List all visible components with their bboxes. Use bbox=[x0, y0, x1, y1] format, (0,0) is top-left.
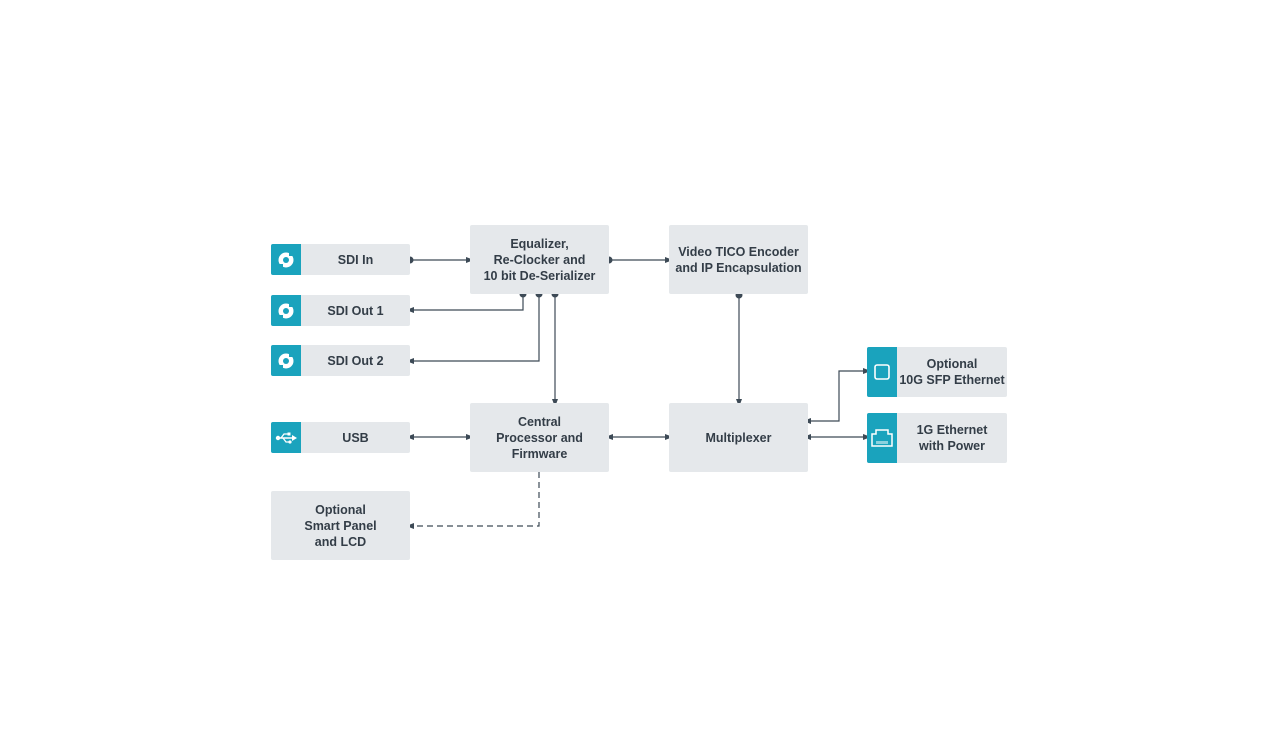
ethernet-label: 1G Ethernet with Power bbox=[916, 423, 988, 453]
ethernet-port: 1G Ethernet with Power bbox=[867, 413, 1007, 463]
multiplexer-label: Multiplexer bbox=[705, 430, 772, 445]
multiplexer-block: Multiplexer bbox=[669, 403, 808, 472]
sdi-in-label: SDI In bbox=[337, 252, 374, 267]
line-equalizer-to-sdi-out-2 bbox=[406, 294, 540, 364]
cpu-label: Central Processor and Firmware bbox=[496, 414, 583, 461]
sfp-label: Optional 10G SFP Ethernet bbox=[899, 357, 1005, 387]
encoder-block: Video TICO Encoder and IP Encapsulation bbox=[669, 225, 808, 294]
usb-port: USB bbox=[271, 422, 410, 453]
sfp-port: Optional 10G SFP Ethernet bbox=[867, 347, 1007, 397]
usb-label: USB bbox=[342, 430, 369, 445]
line-cpu-to-smart-panel bbox=[406, 472, 540, 529]
sfp-port-icon bbox=[867, 347, 897, 397]
sdi-out-2-port: SDI Out 2 bbox=[271, 345, 410, 376]
sdi-out-2-label: SDI Out 2 bbox=[327, 353, 384, 368]
line-multiplexer-to-sfp bbox=[803, 368, 871, 424]
equalizer-block: Equalizer, Re-Clocker and 10 bit De-Seri… bbox=[470, 225, 609, 294]
encoder-label: Video TICO Encoder and IP Encapsulation bbox=[675, 244, 802, 275]
sdi-out-1-port: SDI Out 1 bbox=[271, 295, 410, 326]
equalizer-label: Equalizer, Re-Clocker and 10 bit De-Seri… bbox=[483, 236, 596, 283]
usb-icon bbox=[271, 422, 301, 453]
smart-panel-block: Optional Smart Panel and LCD bbox=[271, 491, 410, 560]
cpu-block: Central Processor and Firmware bbox=[470, 403, 609, 472]
bnc-connector-icon bbox=[271, 244, 301, 275]
sdi-in-port: SDI In bbox=[271, 244, 410, 275]
line-equalizer-to-sdi-out-1 bbox=[406, 294, 524, 313]
bnc-connector-icon bbox=[271, 295, 301, 326]
sdi-out-1-label: SDI Out 1 bbox=[327, 303, 384, 318]
smart-panel-label: Optional Smart Panel and LCD bbox=[304, 502, 377, 549]
ethernet-port-icon bbox=[867, 413, 897, 463]
bnc-connector-icon bbox=[271, 345, 301, 376]
